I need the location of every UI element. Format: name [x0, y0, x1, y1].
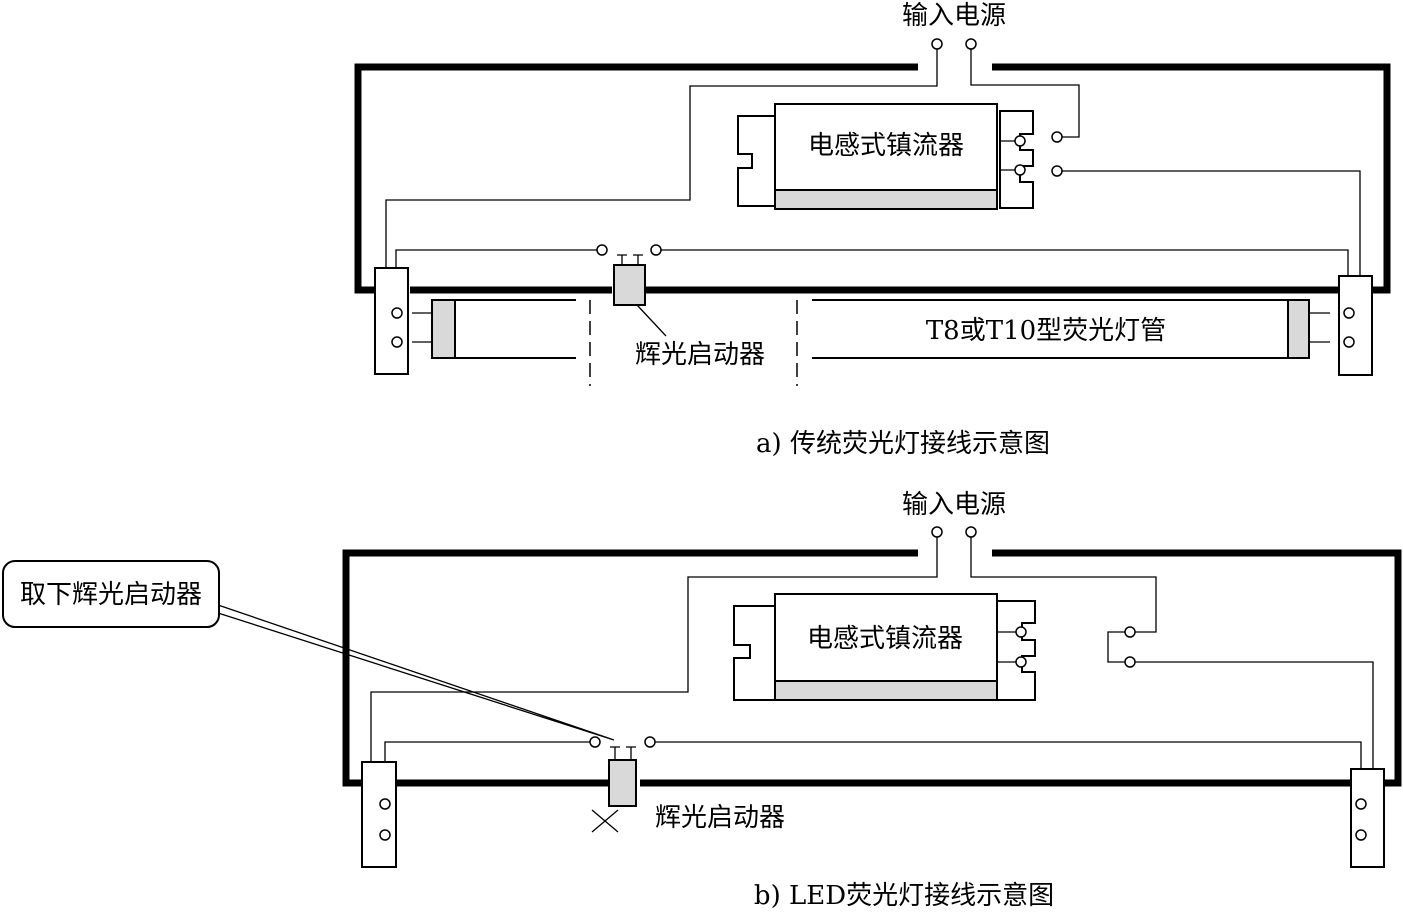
- lamp-holder-b-left: [361, 761, 397, 868]
- power-terminal-b-right: [965, 526, 977, 538]
- lamp-holder-a-left: [374, 267, 409, 375]
- ballast-label-b: 电感式镇流器: [807, 624, 963, 654]
- starter-terminal-b-left: [589, 736, 601, 748]
- wire-starter-left-b: [384, 741, 590, 804]
- ballast-terminal-b-1: [1015, 626, 1027, 638]
- diagram-a: 输入电源 电感式镇流器 辉光启动器: [354, 1, 1391, 459]
- wire-bypass-b: [1107, 631, 1125, 663]
- ballast-out-junction-a: [1051, 165, 1063, 177]
- caption-b: b) LED荧光灯接线示意图: [754, 881, 1054, 911]
- starter-b: 辉光启动器: [591, 746, 785, 833]
- lamp-holder-b-right: [1350, 768, 1385, 868]
- starter-a: 辉光启动器: [613, 254, 765, 370]
- wire-power-left-b: [370, 537, 938, 804]
- power-terminal-b-left: [931, 526, 943, 538]
- starter-label-a: 辉光启动器: [635, 340, 765, 370]
- lamp-holder-a-right: [1338, 275, 1373, 376]
- starter-terminal-a-right: [650, 244, 662, 256]
- wire-starter-left-a: [395, 249, 597, 313]
- power-label-b: 输入电源: [902, 490, 1006, 520]
- ballast-label-a: 电感式镇流器: [808, 131, 964, 161]
- power-junction-a: [1051, 131, 1063, 143]
- tube-label-a: T8或T10型荧光灯管: [926, 316, 1166, 346]
- diagram-b: 输入电源 电感式镇流器 辉光启动器: [2, 490, 1402, 911]
- fluorescent-tube-a: T8或T10型荧光灯管: [412, 299, 1330, 386]
- power-label-a: 输入电源: [902, 1, 1006, 31]
- starter-label-b: 辉光启动器: [655, 803, 785, 833]
- power-junction-b: [1124, 626, 1136, 638]
- callout-remove-starter: 取下辉光启动器: [2, 560, 615, 741]
- wire-ballast-out-a: [1062, 170, 1361, 313]
- wire-power-right-b: [970, 537, 1157, 633]
- removed-cross-mark: [591, 809, 619, 833]
- power-terminal-a-left: [931, 38, 943, 50]
- caption-a: a) 传统荧光灯接线示意图: [756, 429, 1050, 459]
- wire-starter-right-a: [661, 249, 1349, 313]
- wire-power-left-a: [385, 49, 938, 330]
- ballast-terminal-a-1: [1014, 135, 1026, 147]
- fixture-frame-b: [342, 549, 1402, 787]
- ballast-terminal-a-2: [1014, 164, 1026, 176]
- ballast-a: 电感式镇流器: [737, 103, 1034, 210]
- ballast-b: 电感式镇流器: [733, 593, 1036, 701]
- ballast-terminal-b-2: [1015, 656, 1027, 668]
- wire-starter-right-b: [655, 741, 1362, 804]
- wire-ballast-out-b: [1135, 661, 1374, 804]
- wire-power-right-a: [970, 49, 1080, 138]
- fixture-frame-a: [354, 63, 1391, 294]
- starter-terminal-b-right: [644, 736, 656, 748]
- power-terminal-a-right: [965, 38, 977, 50]
- ballast-out-junction-b: [1124, 656, 1136, 668]
- starter-terminal-a-left: [596, 244, 608, 256]
- callout-label-b: 取下辉光启动器: [20, 580, 202, 610]
